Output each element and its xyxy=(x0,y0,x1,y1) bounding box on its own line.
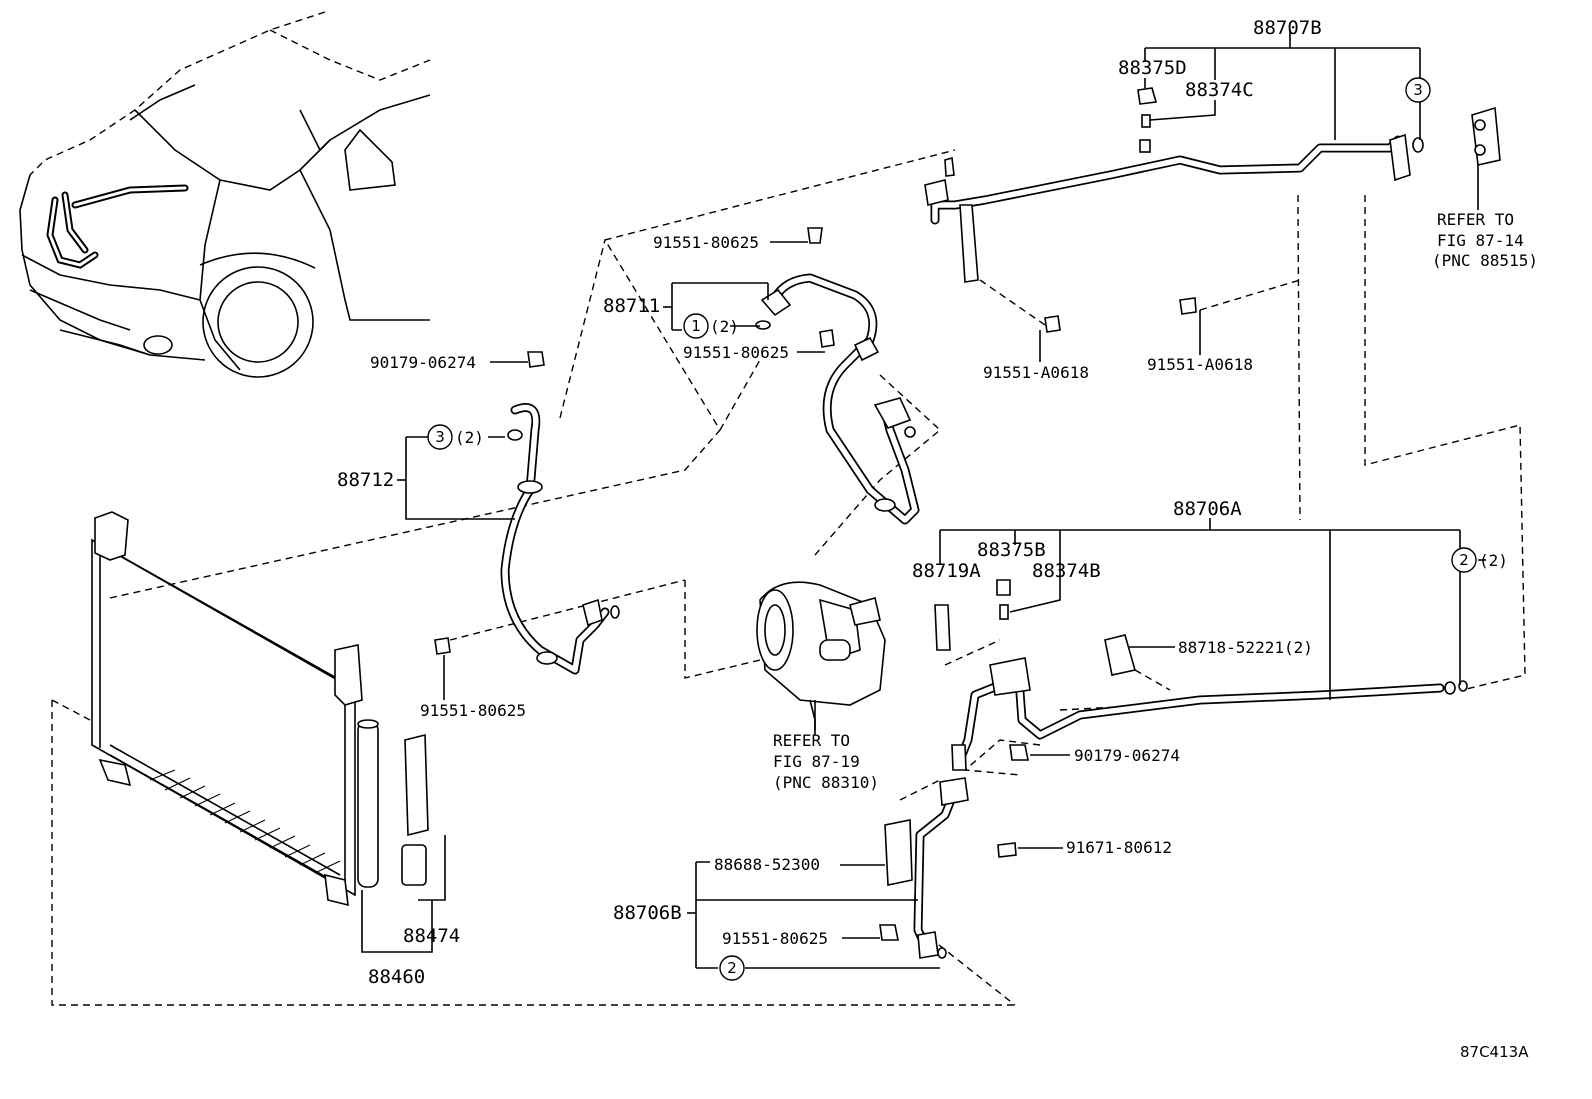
label-refer-87-14-line3: (PNC 88515) xyxy=(1432,251,1538,270)
label-91551-80625-top: 91551-80625 xyxy=(653,233,759,252)
label-refer-87-19-line1: REFER TO xyxy=(773,731,850,750)
callout-1 xyxy=(683,313,709,339)
figure-id: 87C413A xyxy=(1460,1043,1529,1061)
callout-3-left xyxy=(427,424,453,450)
label-90179-06274-left: 90179-06274 xyxy=(370,353,476,372)
callout-3-left-qty: (2) xyxy=(455,428,484,447)
pipe-88706a xyxy=(934,579,1468,765)
label-91551-80625-low: 91551-80625 xyxy=(420,701,526,720)
callout-2-right xyxy=(1451,547,1477,573)
part-labels: 88707B 88375D 88374C REFER TO FIG 87-14 … xyxy=(337,17,1538,1061)
callout-2-bottom xyxy=(719,955,745,981)
label-88712: 88712 xyxy=(337,469,394,491)
callout-3-top-text: 3 xyxy=(1413,81,1423,99)
label-88719a: 88719A xyxy=(912,560,981,582)
label-88375d: 88375D xyxy=(1118,57,1187,79)
label-refer-87-19-line2: FIG 87-19 xyxy=(773,752,860,771)
label-88706a: 88706A xyxy=(1173,498,1242,520)
label-88460: 88460 xyxy=(368,966,425,988)
label-refer-87-14-line2: FIG 87-14 xyxy=(1437,231,1524,250)
pipe-88707b xyxy=(924,87,1501,283)
leader-lines xyxy=(397,30,1486,969)
label-91551-a0618-left: 91551-A0618 xyxy=(983,363,1089,382)
label-88474: 88474 xyxy=(403,925,460,947)
label-91671-80612: 91671-80612 xyxy=(1066,838,1172,857)
label-88707b: 88707B xyxy=(1253,17,1322,39)
pipe-88706b xyxy=(879,744,1017,959)
label-refer-87-14-line1: REFER TO xyxy=(1437,210,1514,229)
bolts xyxy=(434,227,1197,655)
label-88375b: 88375B xyxy=(977,539,1046,561)
condenser-assembly xyxy=(91,511,446,953)
callouts: 1 (2) 3 3 (2) 2 (2) 2 xyxy=(427,77,1508,981)
callout-2-right-text: 2 xyxy=(1459,551,1469,569)
callout-3-top xyxy=(1405,77,1431,103)
compressor xyxy=(756,581,886,735)
callout-2-bottom-text: 2 xyxy=(727,959,737,977)
callout-3-left-text: 3 xyxy=(435,428,445,446)
label-88374b: 88374B xyxy=(1032,560,1101,582)
vehicle-illustration xyxy=(19,11,431,378)
callout-1-qty: (2) xyxy=(710,317,739,336)
callout-2-right-qty: (2) xyxy=(1479,551,1508,570)
reference-dashed-lines xyxy=(51,149,1526,1006)
hose-88711 xyxy=(755,273,920,525)
label-88688-52300: 88688-52300 xyxy=(714,855,820,874)
label-refer-87-19-line3: (PNC 88310) xyxy=(773,773,879,792)
label-91551-80625-bottom: 91551-80625 xyxy=(722,929,828,948)
label-88711: 88711 xyxy=(603,295,660,317)
label-88718-52221: 88718-52221(2) xyxy=(1178,638,1313,657)
label-90179-06274-right: 90179-06274 xyxy=(1074,746,1180,765)
label-88374c: 88374C xyxy=(1185,79,1254,101)
callout-1-text: 1 xyxy=(691,317,701,335)
label-91551-80625-mid: 91551-80625 xyxy=(683,343,789,362)
label-91551-a0618-right: 91551-A0618 xyxy=(1147,355,1253,374)
label-88706b: 88706B xyxy=(613,902,682,924)
hose-88712 xyxy=(500,403,620,675)
